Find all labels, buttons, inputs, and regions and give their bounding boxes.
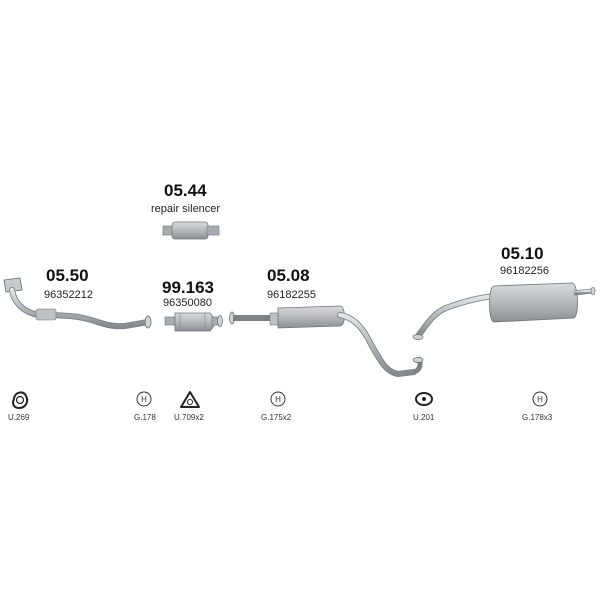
accessory-label-g178x3: G.178x3 — [522, 413, 553, 422]
accessory-label-g178: G.178 — [134, 413, 156, 422]
part-number-05-50: 96352212 — [44, 289, 93, 301]
svg-text:H: H — [275, 395, 281, 404]
accessory-label-u201: U.201 — [413, 413, 435, 422]
part-code-05-08: 05.08 — [267, 266, 310, 285]
part-code-99-163: 99.163 — [162, 278, 214, 297]
part-code-05-44: 05.44 — [164, 181, 207, 200]
part-05-08-middle-silencer — [229, 305, 424, 378]
gasket-icon: H — [532, 391, 548, 407]
part-99-163-catalytic-converter — [164, 312, 223, 332]
svg-text:H: H — [141, 395, 147, 404]
oval-clamp-icon — [415, 392, 433, 406]
part-code-05-50: 05.50 — [46, 266, 89, 285]
part-05-10-rear-silencer — [412, 282, 596, 340]
part-desc-05-44: repair silencer — [151, 203, 221, 215]
accessory-label-u269: U.269 — [8, 413, 30, 422]
gasket-icon: H — [136, 391, 152, 407]
accessory-label-u709: U.709x2 — [174, 413, 204, 422]
part-number-05-08: 96182255 — [267, 289, 316, 301]
part-05-44-repair-silencer — [162, 221, 220, 240]
part-number-99-163: 96350080 — [163, 297, 212, 309]
accessory-label-g175: G.175x2 — [261, 413, 292, 422]
triangle-gasket-icon — [180, 391, 200, 408]
u-clamp-icon — [12, 391, 29, 410]
part-code-05-10: 05.10 — [501, 244, 544, 263]
svg-text:H: H — [537, 395, 543, 404]
part-number-05-10: 96182256 — [500, 265, 549, 277]
part-05-50-front-pipe — [3, 277, 152, 330]
gasket-icon: H — [270, 391, 286, 407]
